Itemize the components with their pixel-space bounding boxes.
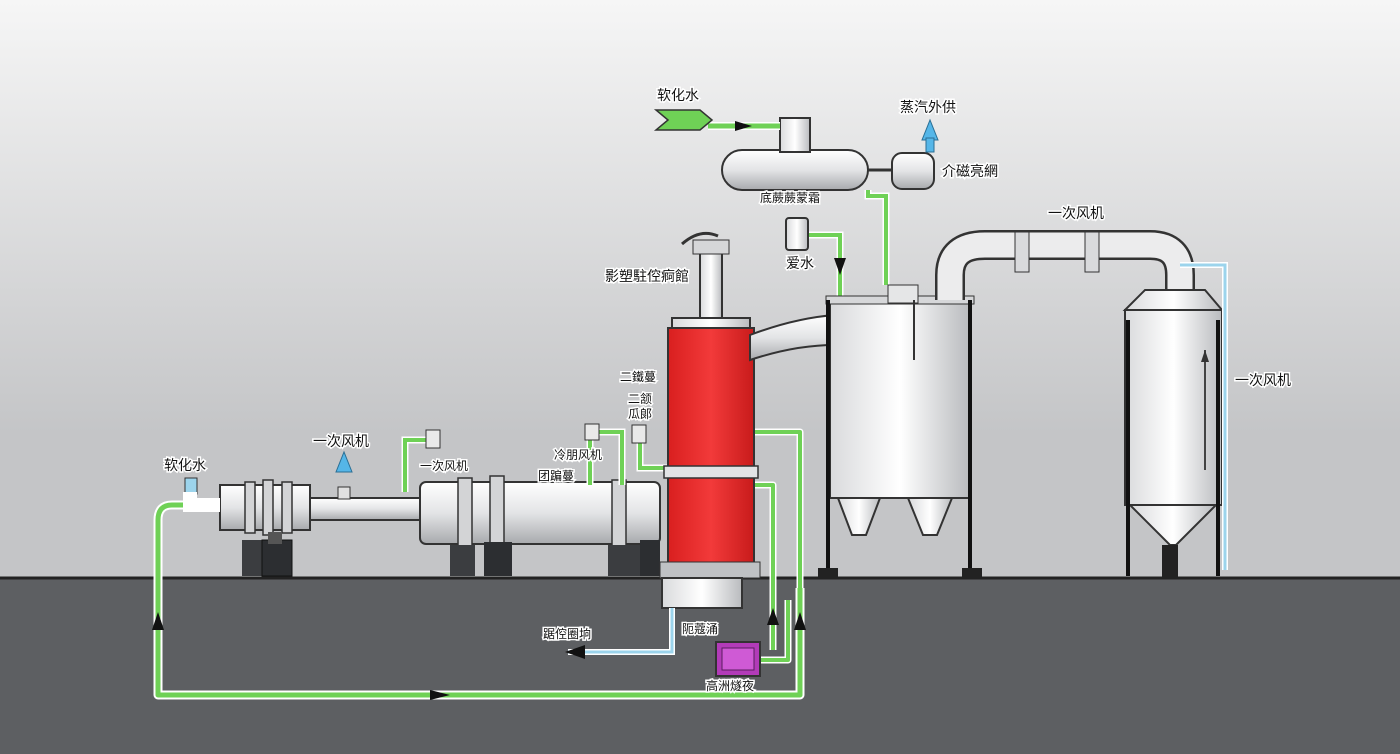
label-fan-mid: 一次风机 xyxy=(420,459,468,473)
label-bottom-left: 踞倥圈垧 xyxy=(543,626,591,641)
label-reactor-top: 影塑駐倥痾館 xyxy=(605,268,689,285)
overhead-duct xyxy=(935,230,1195,300)
drain-pipe xyxy=(565,608,675,659)
label-fan-top-right: 一次风机 xyxy=(1048,206,1104,222)
arrow-right-icon xyxy=(735,121,752,131)
label-2a: 二鐵蔓 xyxy=(620,369,656,384)
label-fan-right: 一次风机 xyxy=(1235,373,1291,389)
arrow-right-icon xyxy=(430,690,450,700)
steam-drum xyxy=(721,117,939,191)
arrow-up-icon xyxy=(767,608,779,625)
label-huibian: 团蹁蔓 xyxy=(538,468,574,483)
label-drum-bottom: 底蕨蕨蒙霜 xyxy=(760,190,820,205)
arrow-up-icon xyxy=(152,612,164,630)
arrow-left-icon xyxy=(565,645,585,659)
label-2b-line1: 二颔 xyxy=(628,392,652,406)
label-soft-water-left: 软化水 xyxy=(164,458,206,474)
label-drum-right: 介磁亮網 xyxy=(942,163,998,180)
arrow-up-icon xyxy=(1201,350,1209,362)
label-water-small: 爱水 xyxy=(786,256,814,272)
green-feed-lines xyxy=(401,423,668,492)
label-soft-water-top: 软化水 xyxy=(657,88,699,104)
label-bottom-mid: 阨蔻涌 xyxy=(682,622,718,636)
blue-pipe-right-inner xyxy=(1180,263,1227,570)
soft-water-pipe-left xyxy=(183,492,220,512)
labels: 软化水 蒸汽外供 介磁亮網 底蕨蕨蒙霜 爱水 一次风机 一次风机 影塑駐倥痾館 … xyxy=(163,87,1293,695)
label-fan-left: 一次风机 xyxy=(313,434,369,450)
label-2b-line2: 瓜郞 xyxy=(628,406,652,421)
rotary-drum xyxy=(419,475,661,576)
arrow-down-icon xyxy=(834,258,846,275)
label-cooling-fan: 冷朋风机 xyxy=(554,448,602,462)
soft-water-inlet-left xyxy=(184,450,353,500)
arrow-up-icon xyxy=(794,612,806,630)
purple-pump xyxy=(715,641,761,677)
label-steam-supply: 蒸汽外供 xyxy=(900,100,956,116)
arrow-up-icon xyxy=(335,450,353,473)
soft-water-inlet-top xyxy=(653,109,780,131)
right-vessel xyxy=(1122,289,1225,577)
label-bottom-purple: 高洲燧夜 xyxy=(706,678,754,693)
red-reactor xyxy=(659,231,761,609)
cyclone-separator xyxy=(818,284,982,578)
flow-arrows-loop xyxy=(152,608,806,700)
green-downcomer xyxy=(785,190,890,300)
